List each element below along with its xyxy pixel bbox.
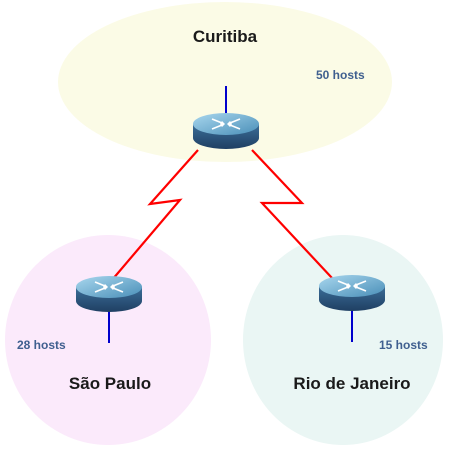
wan-link-curitiba-sao-paulo (111, 149, 199, 281)
site-name-rio-de-janeiro: Rio de Janeiro (293, 374, 410, 393)
rio-de-janeiro-zone (243, 235, 443, 445)
curitiba-zone (58, 2, 392, 162)
site-name-sao-paulo: São Paulo (69, 374, 151, 393)
router-icon (318, 274, 386, 312)
host-count-rio: 15 hosts (379, 338, 428, 352)
host-count-curitiba: 50 hosts (316, 68, 365, 82)
router-icon (75, 275, 143, 313)
wan-link-curitiba-rio (251, 149, 333, 279)
router-icon (192, 112, 260, 150)
site-name-curitiba: Curitiba (193, 27, 258, 46)
host-count-sao-paulo: 28 hosts (17, 338, 66, 352)
